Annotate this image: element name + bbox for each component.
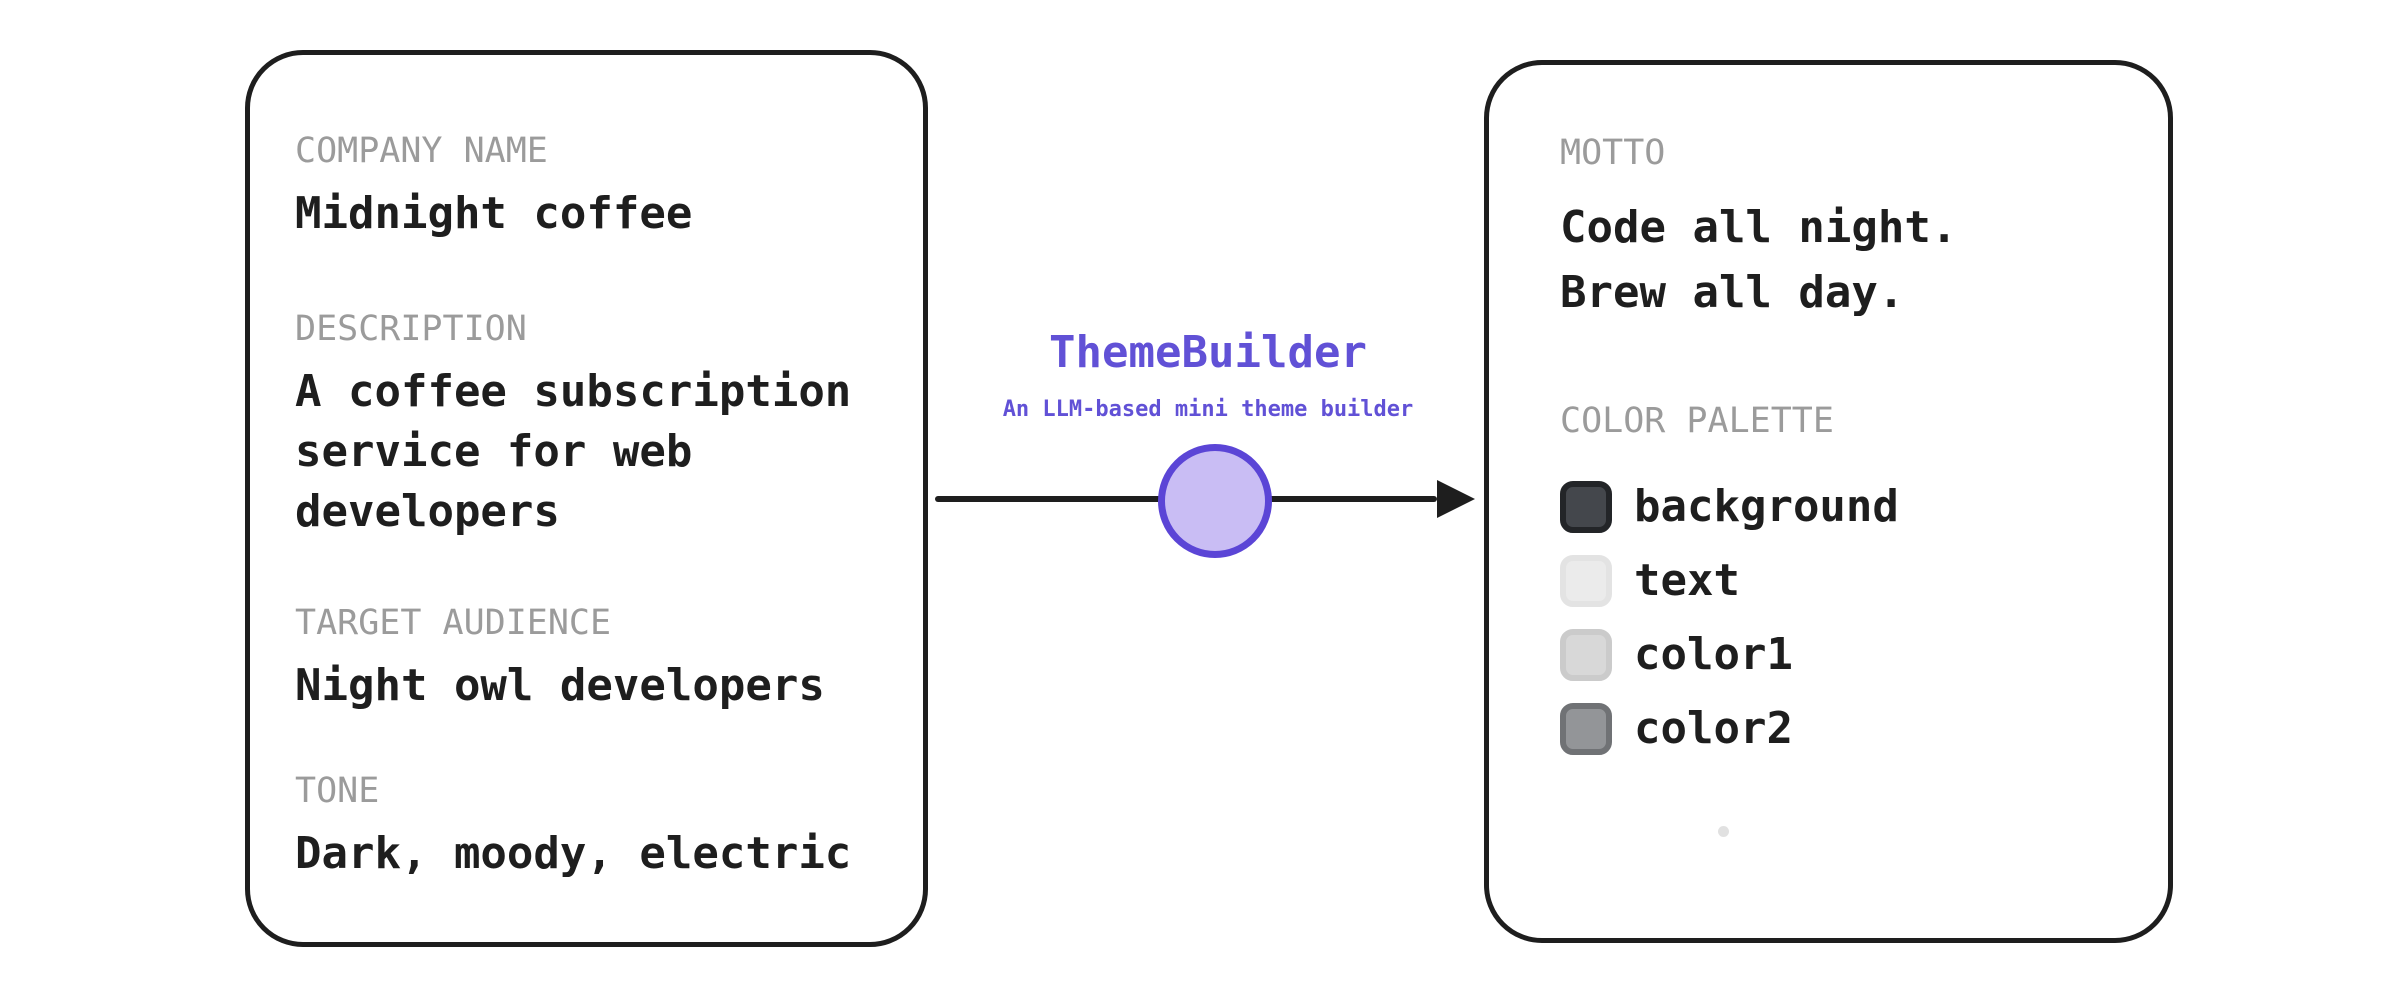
field-target-audience: TARGET AUDIENCE Night owl developers [295,601,878,716]
pipeline-node-circle-icon [1158,444,1272,558]
swatch-name: background [1634,481,1899,532]
field-value: A coffee subscription service for web de… [295,366,852,537]
input-card: COMPANY NAME Midnight coffee DESCRIPTION… [245,50,928,947]
palette-row-text: text [1560,555,2128,607]
palette-row-color1: color1 [1560,629,2128,681]
color-swatch-icon [1560,555,1612,607]
output-card: MOTTO Code all night. Brew all day. COLO… [1484,60,2173,943]
palette-row-color2: color2 [1560,703,2128,755]
color-swatch-icon [1560,703,1612,755]
field-label: DESCRIPTION [295,309,527,349]
swatch-name: color1 [1634,629,1793,680]
motto-label: MOTTO [1560,133,1666,173]
arrow-head-icon [1437,480,1475,518]
field-company-name: COMPANY NAME Midnight coffee [295,129,878,244]
field-label: TONE [295,771,380,811]
swatch-name: text [1634,555,1740,606]
field-value: Dark, moody, electric [295,828,852,879]
swatch-name: color2 [1634,703,1793,754]
color-swatch-icon [1560,481,1612,533]
field-label: COMPANY NAME [295,131,548,171]
color-palette-label: COLOR PALETTE [1560,401,1834,441]
pipeline-heading: ThemeBuilder An LLM-based mini theme bui… [958,326,1458,425]
motto-line-2: Brew all day. [1560,267,1905,318]
pipeline-subtitle: An LLM-based mini theme builder [1002,397,1414,422]
field-label: TARGET AUDIENCE [295,603,612,643]
color-swatch-icon [1560,629,1612,681]
field-description: DESCRIPTION A coffee subscription servic… [295,307,878,542]
field-value: Midnight coffee [295,188,693,239]
field-value: Night owl developers [295,660,825,711]
field-tone: TONE Dark, moody, electric [295,769,878,884]
stray-dot [1718,826,1729,837]
pipeline-title: ThemeBuilder [1049,327,1367,378]
palette-row-background: background [1560,481,2128,533]
motto-line-1: Code all night. [1560,202,1958,253]
